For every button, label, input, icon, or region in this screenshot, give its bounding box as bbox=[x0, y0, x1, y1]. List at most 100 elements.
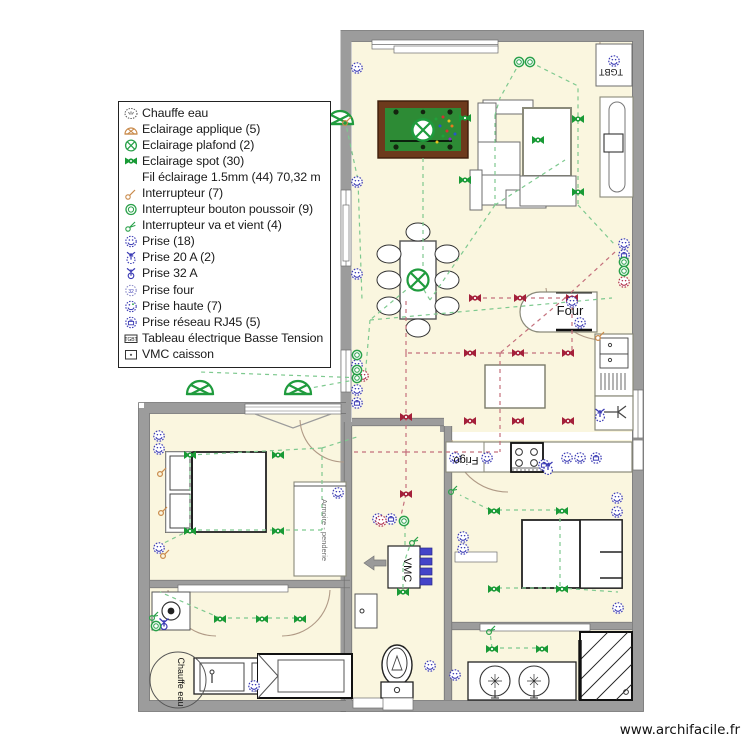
legend-item-prise-haute: Prise haute (7) bbox=[123, 298, 326, 314]
prise-icon bbox=[153, 542, 165, 554]
legend-item-tableau-electrique: TGBT Tableau électrique Basse Tension bbox=[123, 330, 326, 346]
eclairage-applique-icon bbox=[123, 122, 138, 136]
svg-text:32: 32 bbox=[128, 289, 134, 295]
eclairage-applique-icon bbox=[283, 379, 313, 396]
interrupteur-va-et-vient-icon bbox=[123, 219, 138, 233]
prise-rj45-icon bbox=[590, 452, 602, 464]
vmc-unit bbox=[354, 545, 433, 629]
prise-icon bbox=[612, 602, 624, 614]
prise-icon bbox=[332, 487, 344, 499]
label-frigo: Frigo bbox=[453, 454, 478, 466]
sink-unit bbox=[594, 333, 634, 431]
bathroom-left bbox=[149, 591, 353, 709]
prise-haute-icon bbox=[375, 515, 387, 527]
prise-icon bbox=[449, 669, 461, 681]
bed-left bbox=[165, 451, 267, 533]
prise-icon bbox=[351, 268, 363, 280]
tall-cabinet bbox=[599, 96, 634, 198]
label-armoire-penderie: Armoire - penderie bbox=[320, 499, 329, 561]
bathroom-right bbox=[467, 631, 633, 701]
prise-rj45-icon bbox=[385, 513, 397, 525]
legend-item-label: Prise 20 A (2) bbox=[142, 250, 215, 265]
prise-icon bbox=[351, 62, 363, 74]
kitchen-island bbox=[484, 364, 546, 409]
cooktop bbox=[510, 442, 544, 473]
prise-icon bbox=[351, 176, 363, 188]
prise-icon bbox=[248, 680, 260, 692]
eclairage-plafond-icon bbox=[411, 118, 435, 142]
prise-four-icon: 32 bbox=[123, 283, 138, 297]
prise-icon bbox=[574, 452, 586, 464]
prise-icon bbox=[481, 452, 493, 464]
interrupteur-bouton-poussoir-icon bbox=[398, 515, 410, 527]
legend-item-label: Prise four bbox=[142, 282, 195, 297]
legend-item-prise-rj45: Prise réseau RJ45 (5) bbox=[123, 314, 326, 330]
eclairage-plafond-icon bbox=[406, 268, 430, 292]
interrupteur-bouton-poussoir-icon bbox=[618, 256, 630, 268]
prise-haute-icon bbox=[618, 276, 630, 288]
prise-20a-icon bbox=[542, 461, 554, 476]
prise-rj45-icon bbox=[123, 315, 138, 329]
prise-icon bbox=[351, 384, 363, 396]
legend-item-prise: Prise (18) bbox=[123, 234, 326, 250]
sofa-set bbox=[469, 99, 577, 211]
legend-item-label: Prise réseau RJ45 (5) bbox=[142, 314, 261, 329]
prise-icon bbox=[611, 492, 623, 504]
plan-text-labels: TGBT Four Frigo VMC Chauffe eau Armoire … bbox=[176, 67, 623, 706]
prise-icon bbox=[457, 543, 469, 555]
site-watermark: www.archifacile.fr bbox=[619, 722, 740, 738]
vmc-caisson-icon bbox=[123, 347, 138, 361]
hall-shelf bbox=[454, 551, 498, 563]
label-chauffe-eau: Chauffe eau bbox=[176, 658, 186, 707]
interrupteur-bouton-poussoir-icon bbox=[513, 56, 525, 68]
legend-item-label: Prise (18) bbox=[142, 234, 195, 249]
legend-item-label: Fil éclairage 1.5mm (44) 70,32 m bbox=[142, 169, 321, 184]
legend-item-interrupteur-va-et-vient: Interrupteur va et vient (4) bbox=[123, 218, 326, 234]
eclairage-applique-icon bbox=[185, 379, 215, 396]
legend-item-chauffe-eau: Chauffe eau bbox=[123, 105, 326, 121]
eclairage-spot-icon bbox=[123, 154, 138, 168]
interrupteur-bouton-poussoir-icon bbox=[524, 56, 536, 68]
interrupteur-bouton-poussoir-icon bbox=[351, 349, 363, 361]
legend-item-label: Prise 32 A bbox=[142, 266, 198, 281]
legend-item-interrupteur-bouton-poussoir: Interrupteur bouton poussoir (9) bbox=[123, 202, 326, 218]
prise-icon bbox=[153, 430, 165, 442]
prise-icon bbox=[457, 531, 469, 543]
legend-item-eclairage-plafond: Eclairage plafond (2) bbox=[123, 137, 326, 153]
legend-item-label: Interrupteur va et vient (4) bbox=[142, 218, 282, 233]
legend-item-vmc-caisson: VMC caisson bbox=[123, 346, 326, 362]
legend-panel: Chauffe eau Eclairage applique (5) Eclai… bbox=[118, 101, 331, 368]
interrupteur-bouton-poussoir-icon bbox=[150, 620, 162, 632]
prise-icon bbox=[574, 317, 586, 329]
prise-icon bbox=[618, 238, 630, 250]
prise-icon bbox=[608, 55, 620, 67]
legend-item-label: Prise haute (7) bbox=[142, 298, 222, 313]
legend-item-label: Interrupteur (7) bbox=[142, 186, 224, 201]
legend-item-label: Interrupteur bouton poussoir (9) bbox=[142, 202, 314, 217]
svg-text:TGBT: TGBT bbox=[124, 337, 137, 343]
legend-item-interrupteur: Interrupteur (7) bbox=[123, 185, 326, 201]
legend-item-prise-20a: Prise 20 A (2) bbox=[123, 250, 326, 266]
prise-20a-icon bbox=[123, 251, 138, 265]
power-wire bbox=[350, 251, 616, 521]
prise-icon bbox=[424, 660, 436, 672]
tableau-electrique-icon: TGBT bbox=[123, 331, 138, 345]
legend-item-prise-32a: Prise 32 A bbox=[123, 266, 326, 282]
furniture-layer bbox=[149, 43, 634, 711]
prise-rj45-icon bbox=[351, 397, 363, 409]
window bbox=[177, 39, 644, 709]
label-vmc: VMC bbox=[401, 558, 413, 583]
legend-item-label: Tableau électrique Basse Tension bbox=[142, 330, 324, 345]
prise-icon bbox=[611, 506, 623, 518]
legend-item-label: Eclairage applique (5) bbox=[142, 121, 261, 136]
legend-item-label: Eclairage plafond (2) bbox=[142, 137, 255, 152]
lighting-wire bbox=[159, 61, 619, 649]
prise-20a-icon bbox=[594, 408, 606, 423]
interrupteur-bouton-poussoir-icon bbox=[618, 265, 630, 277]
prise-icon bbox=[123, 235, 138, 249]
eclairage-plafond-icon bbox=[123, 138, 138, 152]
legend-item-label: VMC caisson bbox=[142, 346, 214, 361]
wc-toilet bbox=[380, 644, 414, 711]
legend-item-fil-eclairage: Fil éclairage 1.5mm (44) 70,32 m bbox=[123, 169, 326, 185]
